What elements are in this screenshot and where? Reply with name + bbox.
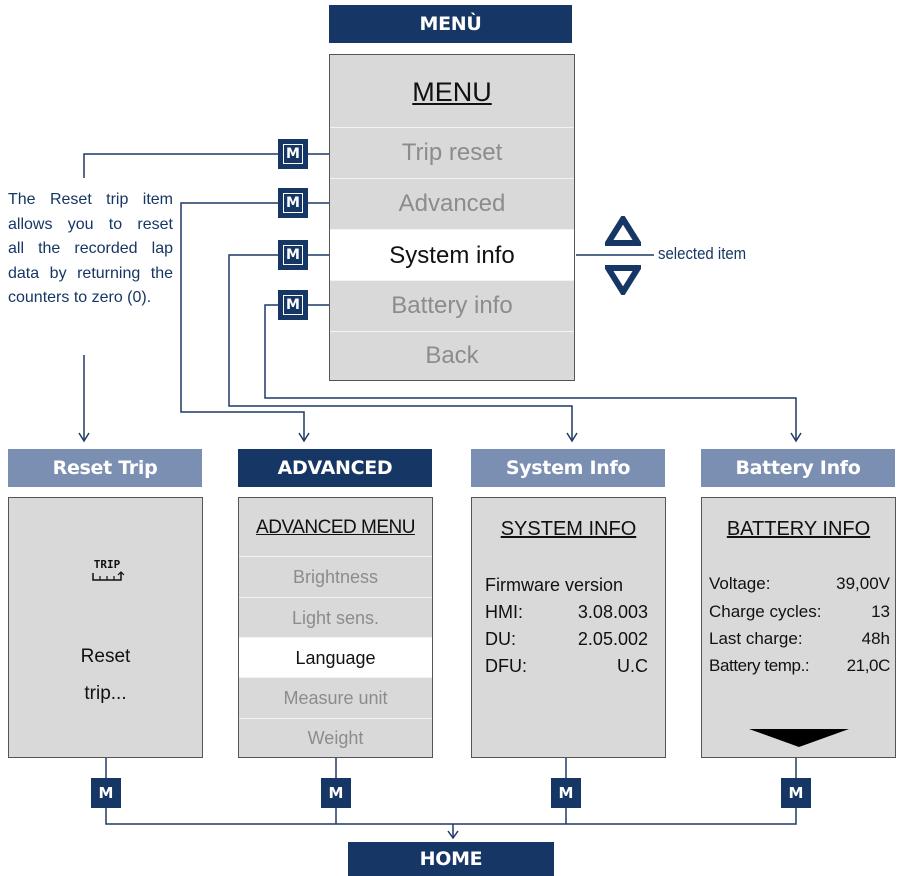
battery-info-screen: BATTERY INFO Voltage: 39,00V Charge cycl… xyxy=(701,497,896,758)
reset-trip-banner: Reset Trip xyxy=(8,449,202,487)
du-value: 2.05.002 xyxy=(577,629,648,649)
menu-item-label: System info xyxy=(389,241,515,269)
advanced-item-label: Weight xyxy=(307,727,364,748)
selected-item-label: selected item xyxy=(658,244,747,263)
last-charge-value: 48h xyxy=(861,629,890,648)
advanced-item-language[interactable]: Language xyxy=(239,637,432,678)
menu-banner: MENÙ xyxy=(329,5,572,43)
hmi-value: 3.08.003 xyxy=(577,602,648,622)
system-info-title: SYSTEM INFO xyxy=(500,518,637,540)
m-button-system-info-home[interactable]: M xyxy=(551,778,581,808)
description-line: all the recorded lap xyxy=(8,240,173,257)
main-menu-screen: MENU Trip reset Advanced System info Bat… xyxy=(329,54,575,381)
description-line: data by returning the xyxy=(8,264,173,282)
description-line: counters to zero (0). xyxy=(8,289,152,306)
reset-trip-description: The Reset trip item allows you to reset … xyxy=(8,188,173,311)
description-line: allows you to reset xyxy=(8,215,173,233)
m-button-reset-trip-home[interactable]: M xyxy=(91,778,121,808)
menu-item-label: Trip reset xyxy=(401,139,503,166)
menu-item-label: Back xyxy=(425,342,479,369)
advanced-item-light-sens[interactable]: Light sens. xyxy=(239,597,432,638)
charge-cycles-label: Charge cycles: xyxy=(709,602,822,621)
m-button-advanced-home[interactable]: M xyxy=(321,778,351,808)
menu-item-back[interactable]: Back xyxy=(330,331,574,380)
firmware-heading: Firmware version xyxy=(485,575,624,595)
advanced-item-weight[interactable]: Weight xyxy=(239,718,432,757)
last-charge-label: Last charge: xyxy=(709,629,803,648)
menu-item-label: Advanced xyxy=(398,190,506,217)
down-arrow-icon[interactable] xyxy=(605,265,641,295)
m-label: M xyxy=(283,144,303,164)
m-button-system-info[interactable]: M xyxy=(278,240,308,270)
advanced-item-measure-unit[interactable]: Measure unit xyxy=(239,677,432,718)
voltage-value: 39,00V xyxy=(836,574,890,593)
advanced-item-label: Language xyxy=(295,647,376,668)
advanced-item-label: Brightness xyxy=(292,566,379,587)
m-label: M xyxy=(283,295,303,315)
up-arrow-icon[interactable] xyxy=(605,216,641,246)
advanced-banner: ADVANCED xyxy=(238,449,432,487)
du-label: DU: xyxy=(485,629,516,649)
dfu-value: U.C xyxy=(617,656,648,676)
main-menu-title: MENU xyxy=(412,77,492,107)
description-line: The Reset trip item xyxy=(8,191,173,208)
scroll-down-icon[interactable] xyxy=(749,729,849,749)
voltage-label: Voltage: xyxy=(709,574,771,593)
m-button-battery-info[interactable]: M xyxy=(278,290,308,320)
advanced-item-label: Measure unit xyxy=(283,687,388,708)
menu-item-trip-reset[interactable]: Trip reset xyxy=(330,127,574,178)
m-button-advanced[interactable]: M xyxy=(278,188,308,218)
reset-line: Reset xyxy=(80,646,131,667)
advanced-screen: ADVANCED MENU Brightness Light sens. Lan… xyxy=(238,497,433,758)
m-button-trip-reset[interactable]: M xyxy=(278,139,308,169)
dfu-label: DFU: xyxy=(485,656,527,676)
system-info-screen: SYSTEM INFO Firmware version HMI: 3.08.0… xyxy=(471,497,666,758)
system-info-banner: System Info xyxy=(471,449,665,487)
home-banner: HOME xyxy=(348,842,554,876)
menu-item-label: Battery info xyxy=(391,292,513,319)
battery-temp-label: Battery temp.: xyxy=(709,656,810,675)
trip-icon: TRIP xyxy=(89,558,125,586)
m-button-battery-info-home[interactable]: M xyxy=(781,778,811,808)
battery-info-banner: Battery Info xyxy=(701,449,895,487)
battery-info-title: BATTERY INFO xyxy=(726,518,871,540)
menu-item-system-info[interactable]: System info xyxy=(330,229,574,281)
menu-item-advanced[interactable]: Advanced xyxy=(330,178,574,229)
reset-trip-screen: TRIP Reset trip... xyxy=(8,497,203,758)
trip-icon-text: TRIP xyxy=(93,558,121,571)
hmi-label: HMI: xyxy=(485,602,523,622)
advanced-menu-title: ADVANCED MENU xyxy=(256,517,415,538)
advanced-item-label: Light sens. xyxy=(291,607,380,628)
menu-item-battery-info[interactable]: Battery info xyxy=(330,280,574,331)
advanced-item-brightness[interactable]: Brightness xyxy=(239,556,432,597)
m-label: M xyxy=(283,245,303,265)
m-label: M xyxy=(283,193,303,213)
trip-line: trip... xyxy=(84,683,127,704)
battery-temp-value: 21,0C xyxy=(846,656,891,675)
charge-cycles-value: 13 xyxy=(871,602,890,621)
